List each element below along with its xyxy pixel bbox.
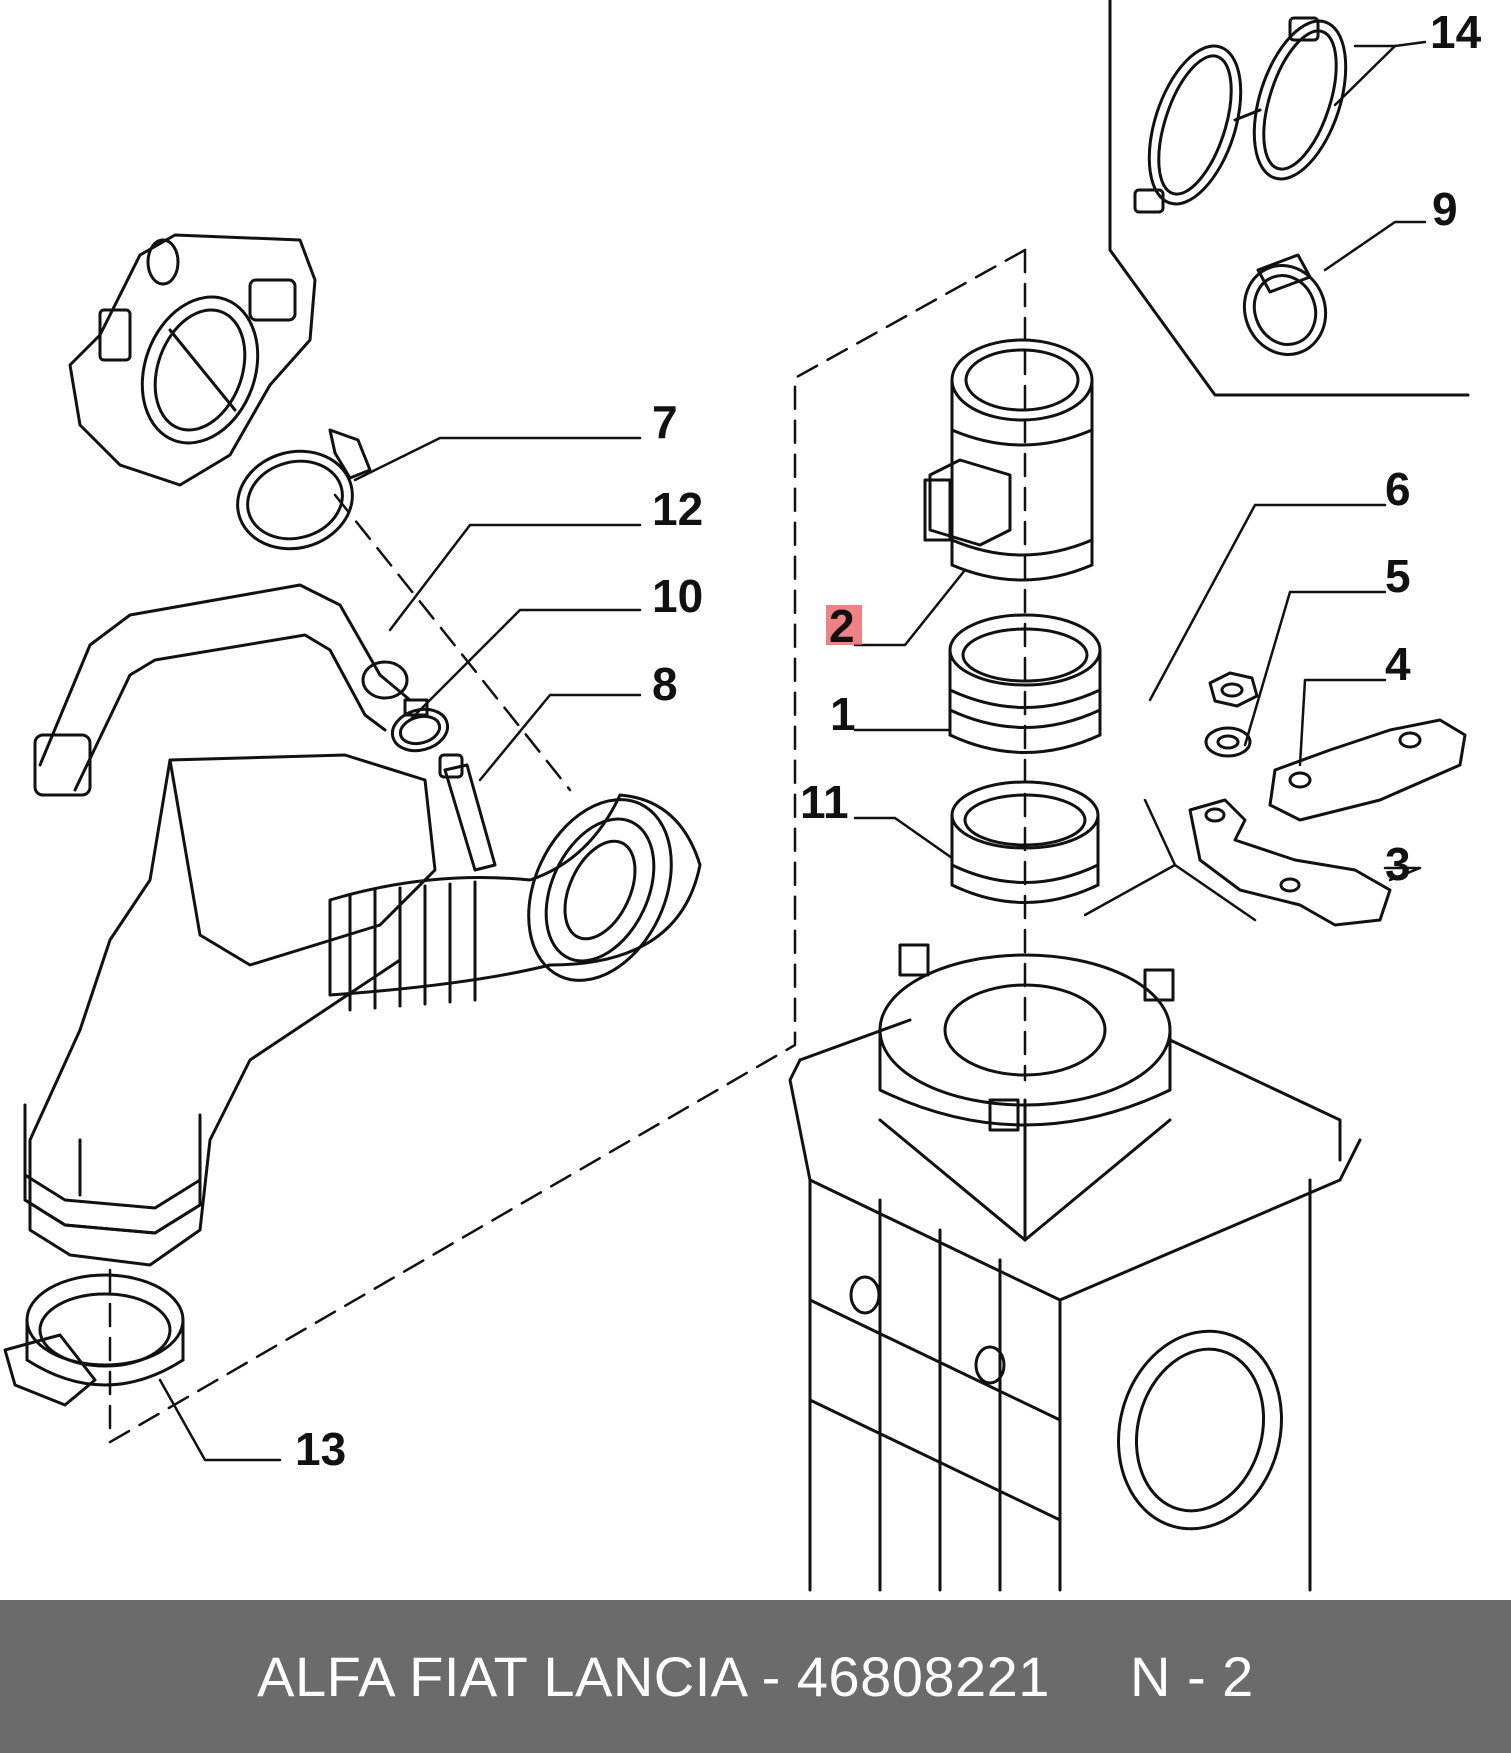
callout-7: 7 (652, 396, 678, 448)
part-13-hose-clamp (3, 1273, 185, 1407)
callout-11: 11 (800, 776, 849, 828)
part-number-label: ALFA FIAT LANCIA - 46808221 (257, 1645, 1050, 1708)
callout-10: 10 (652, 570, 703, 622)
callout-2: 2 (829, 600, 855, 652)
diagram-ref-label: N - 2 (1129, 1645, 1254, 1708)
callout-4: 4 (1385, 638, 1411, 690)
part-12-breather-hose (33, 583, 412, 797)
callout-9: 9 (1432, 183, 1458, 235)
throttle-body (68, 233, 317, 487)
part-5-washer (1204, 726, 1252, 758)
callout-1: 1 (830, 688, 856, 740)
assembly-outline (103, 248, 1027, 1447)
parts-diagram: 1 2 3 4 5 6 7 8 9 10 11 12 13 14 (3, 0, 1482, 1592)
part-9-hose-clamp (1242, 253, 1328, 356)
highlight-box (826, 605, 862, 645)
part-14-clamp-pair (1133, 16, 1348, 214)
part-1-sleeve (948, 613, 1102, 754)
part-11-seal (950, 780, 1100, 904)
callout-3: 3 (1385, 838, 1411, 890)
callout-8: 8 (652, 658, 678, 710)
footer-bar: ALFA FIAT LANCIA - 46808221 N - 2 (0, 1600, 1511, 1753)
intake-pipe (23, 753, 437, 1267)
air-filter-housing (788, 943, 1362, 1592)
callout-14: 14 (1430, 6, 1482, 58)
part-2-mass-air-flow-meter (923, 338, 1094, 582)
callout-13: 13 (295, 1423, 346, 1475)
corrugated-hose (328, 793, 702, 1012)
inset-frame (1108, 0, 1470, 397)
leader-lines (158, 40, 1427, 1462)
part-8-small-hose (438, 753, 497, 872)
part-7-hose-clamp (236, 428, 372, 551)
part-4-bracket (1268, 718, 1467, 822)
part-6-nut (1208, 671, 1259, 708)
callout-6: 6 (1385, 463, 1411, 515)
callout-5: 5 (1385, 550, 1411, 602)
part-3-bracket (1188, 798, 1392, 927)
callout-12: 12 (652, 483, 703, 535)
